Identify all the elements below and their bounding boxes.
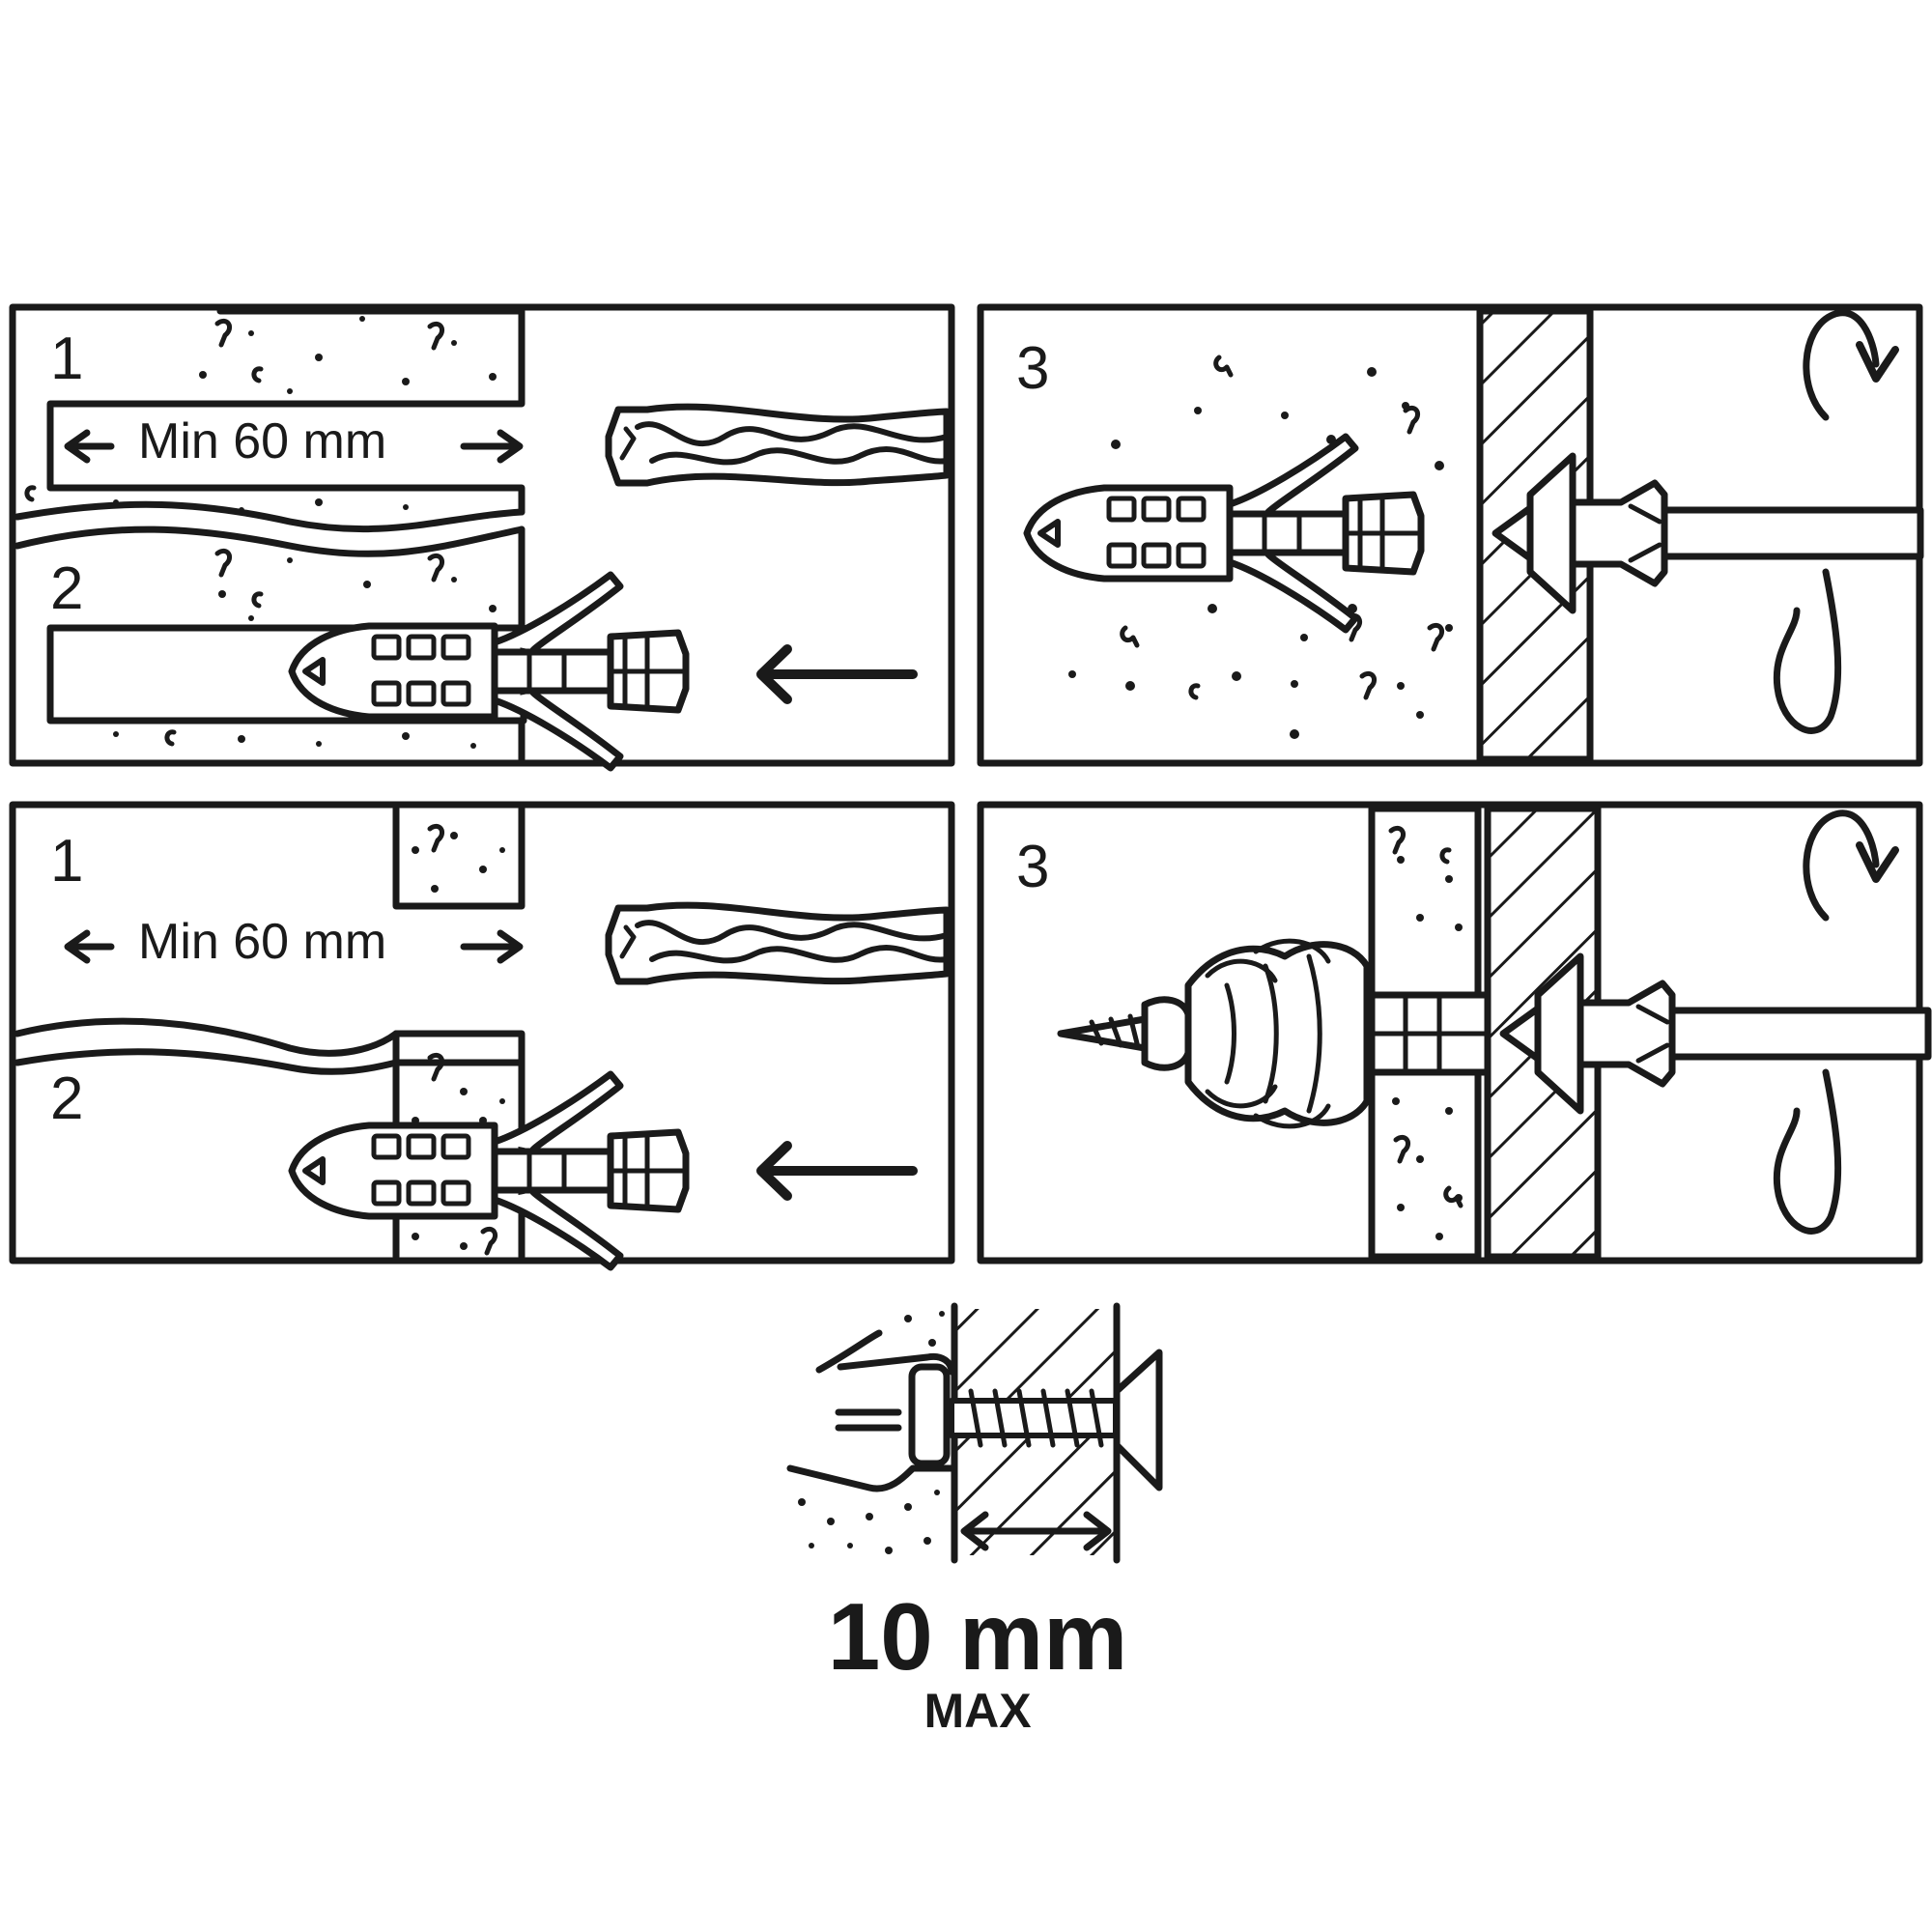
panel-hollow-wall-screw: 3 xyxy=(977,801,1928,1264)
screw-icon xyxy=(949,1349,1163,1492)
max-thickness-value: 10 mm xyxy=(828,1583,1128,1690)
panel-hollow-wall-drill-insert: 1 2 Min 60 mm xyxy=(9,801,955,1267)
concrete-speckles xyxy=(113,316,497,749)
panel-solid-wall-drill-insert: 1 2 Min 60 mm xyxy=(9,303,955,768)
drill-bit-icon xyxy=(609,407,947,483)
max-thickness-qualifier: MAX xyxy=(923,1684,1031,1738)
min-depth-arrow-right xyxy=(460,929,524,964)
min-depth-arrow-left xyxy=(64,929,115,964)
wall-plug-icon xyxy=(292,575,686,768)
push-arrow-icon xyxy=(756,644,918,704)
wall-plug-icon xyxy=(292,1074,686,1267)
min-depth-arrow-left xyxy=(64,429,115,464)
concrete-cracks xyxy=(24,318,444,747)
step-number: 1 xyxy=(50,828,83,895)
thickness-dimension-arrow xyxy=(960,1511,1112,1551)
push-arrow-icon xyxy=(756,1141,918,1201)
wall-speckles xyxy=(798,1311,945,1554)
step-number: 3 xyxy=(1016,335,1049,402)
step-number: 2 xyxy=(50,1065,83,1132)
step-number: 1 xyxy=(50,326,83,392)
max-thickness-detail: 10 mm MAX xyxy=(786,1302,1163,1738)
plaster-cracks xyxy=(427,823,497,1256)
min-depth-label: Min 60 mm xyxy=(138,914,386,970)
screwdriver-icon xyxy=(1503,956,1928,1111)
step-number: 3 xyxy=(1016,834,1049,900)
concrete-speckles xyxy=(1068,367,1453,739)
wall-plug-icon xyxy=(1057,938,1492,1129)
plaster-speckles xyxy=(1392,856,1463,1240)
drill-bit-icon xyxy=(609,905,947,981)
min-depth-label: Min 60 mm xyxy=(138,413,386,469)
wall-plug-icon xyxy=(1027,437,1421,630)
step-number: 2 xyxy=(50,555,83,622)
screwdriver-icon xyxy=(1495,456,1920,611)
plaster-cracks xyxy=(1388,825,1463,1208)
panel-solid-wall-screw: 3 xyxy=(977,303,1920,767)
min-depth-arrow-right xyxy=(460,429,524,464)
